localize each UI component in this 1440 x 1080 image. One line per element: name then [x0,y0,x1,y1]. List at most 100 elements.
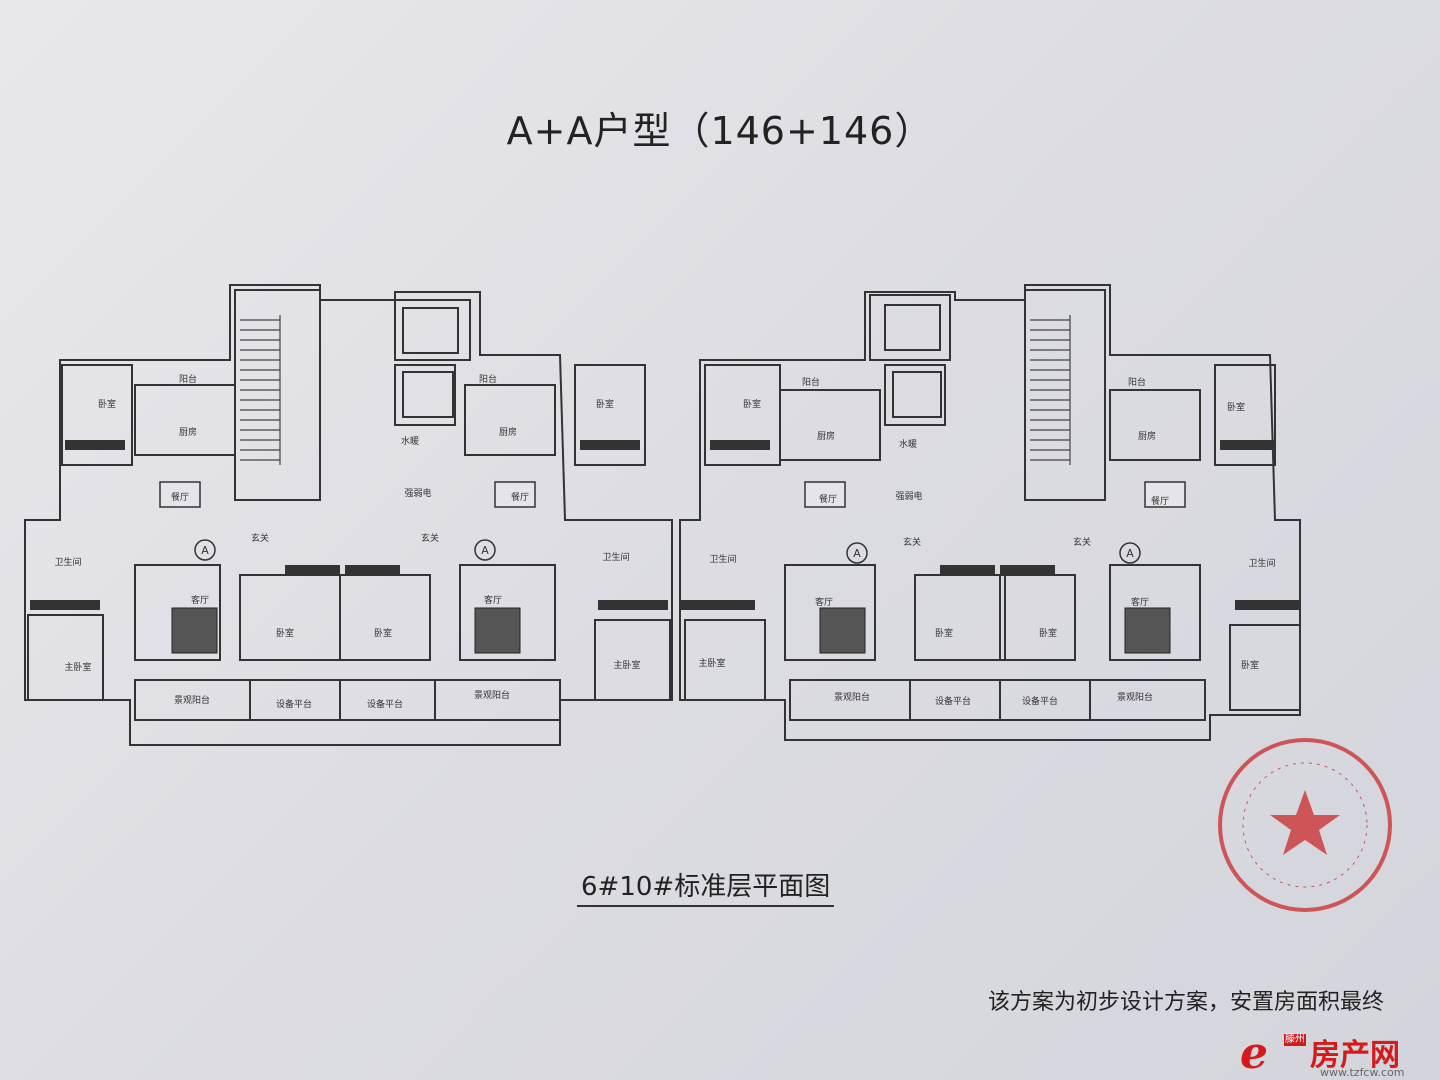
room-label: 卫生间 [1248,557,1275,569]
room-label: 阳台 [1128,376,1146,388]
unit-marker-label: A [1126,547,1134,560]
room-outline [239,574,341,661]
wardrobe-strip [940,565,995,575]
room-outline [464,384,556,456]
room-label: 景观阳台 [1117,691,1153,703]
watermark-url: www.tzfcw.com [1320,1066,1405,1079]
room-label: 卧室 [1241,659,1259,671]
room-label: 卧室 [1039,627,1057,639]
wardrobe-strip [1235,600,1300,610]
wardrobe-strip [580,440,640,450]
room-label: 餐厅 [171,491,189,503]
page-title: A+A户型（146+146） [506,109,934,153]
watermark: e 滕州 房产网 www.tzfcw.com [1200,1024,1440,1080]
room-label: 卫生间 [54,556,81,568]
room-label: 厨房 [499,426,517,438]
dining-table [494,481,536,508]
seal-star-icon [1270,790,1340,855]
unit-marker-ring [1119,542,1141,564]
room-outline [684,619,766,701]
room-label: 卧室 [935,627,953,639]
unit-marker-label: A [481,544,489,557]
room-outline [884,364,946,426]
room-outline [234,289,321,501]
footer-note: 该方案为初步设计方案，安置房面积最终 [988,990,1385,1015]
room-label: 水暖 [899,438,917,450]
room-label: 景观阳台 [834,691,870,703]
room-label: 卧室 [743,398,761,410]
stair-hatch-right [1030,315,1071,465]
unit-marker-label: A [853,547,861,560]
unit-marker-ring [474,539,496,561]
room-outline [779,389,881,461]
watermark-city: 滕州 [1284,1034,1306,1046]
room-outline [1089,679,1206,721]
room-label: 设备平台 [276,698,312,710]
dining-table [804,481,846,508]
room-label: 景观阳台 [474,689,510,701]
room-label: 强弱电 [404,487,431,499]
plan-outline-left [24,284,673,746]
elevator [402,371,454,418]
room-label: 餐厅 [511,491,529,503]
room-outline [394,299,471,361]
room-outline [784,564,876,661]
room-label: 餐厅 [1151,495,1169,507]
room-label: 厨房 [817,430,835,442]
unit-marker-label: A [201,544,209,557]
room-label: 设备平台 [367,698,403,710]
room-label: 水暖 [401,435,419,447]
living-rug [474,607,521,654]
wardrobe-strip [680,600,755,610]
room-label: 卧室 [98,398,116,410]
room-outline [869,294,951,361]
room-label: 卫生间 [602,551,629,563]
elevator [402,307,459,354]
room-outline [61,364,133,466]
room-outline [914,574,1006,661]
room-label: 主卧室 [64,661,91,673]
room-label: 景观阳台 [174,694,210,706]
room-outline [1109,389,1201,461]
room-label: 主卧室 [698,657,725,669]
room-outline [999,574,1076,661]
room-label: 设备平台 [935,695,971,707]
room-outline [1214,364,1276,466]
room-label: 客厅 [1131,596,1149,608]
room-outline [434,679,561,721]
room-label: 玄关 [1073,536,1091,548]
room-label: 卧室 [276,627,294,639]
living-rug [1124,607,1171,654]
wardrobe-strip [345,565,400,575]
stair-hatch-left [240,315,281,465]
watermark-brand: 房产网 [1310,1038,1400,1073]
wardrobe-strip [1220,440,1275,450]
room-label: 卧室 [374,627,392,639]
room-label: 客厅 [815,596,833,608]
room-label: 玄关 [251,532,269,544]
wardrobe-strip [1000,565,1055,575]
wardrobe-strip [285,565,340,575]
watermark-logo: e [1240,1028,1268,1079]
living-rug [819,607,866,654]
room-outline [1109,564,1201,661]
wardrobe-strip [65,440,125,450]
room-outline [594,619,671,701]
room-outline [1024,289,1106,501]
room-label: 玄关 [903,536,921,548]
room-label: 设备平台 [1022,695,1058,707]
room-label: 阳台 [179,373,197,385]
room-label: 玄关 [421,532,439,544]
room-label: 强弱电 [895,490,922,502]
room-label: 阳台 [802,376,820,388]
room-label: 卧室 [596,398,614,410]
room-outline [394,364,456,426]
dining-table [159,481,201,508]
dining-table [1144,481,1186,508]
room-outline [459,564,556,661]
living-rug [171,607,218,654]
room-label: 厨房 [1138,430,1156,442]
room-label: 卧室 [1227,401,1245,413]
